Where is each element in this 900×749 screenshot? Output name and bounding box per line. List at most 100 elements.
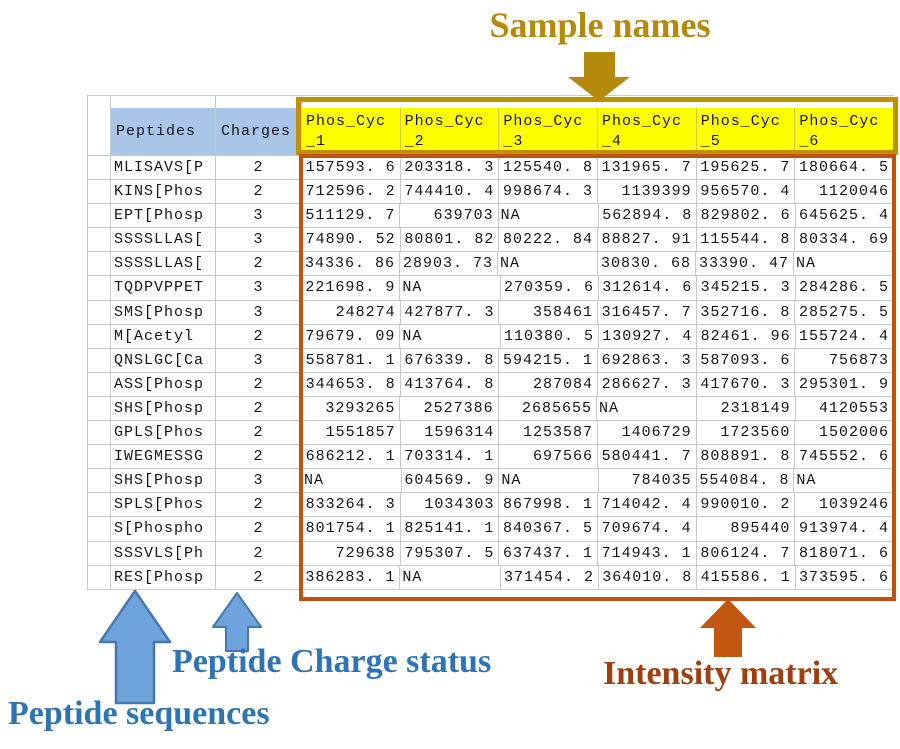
intensity-value-cell[interactable]: 358461 <box>499 300 599 325</box>
intensity-value-cell[interactable]: 784035 <box>599 469 697 494</box>
intensity-value-cell[interactable]: 413764. 8 <box>400 372 500 397</box>
charge-cell[interactable]: 2 <box>216 493 302 518</box>
charge-cell[interactable]: 3 <box>216 348 302 373</box>
intensity-value-cell[interactable]: 587093. 6 <box>696 348 796 373</box>
intensity-value-cell[interactable]: 417670. 3 <box>696 372 796 397</box>
intensity-value-cell[interactable]: 756873 <box>795 348 895 373</box>
intensity-value-cell[interactable]: 895440 <box>696 517 796 542</box>
charge-cell[interactable]: 3 <box>216 276 302 301</box>
intensity-value-cell[interactable]: 110380. 5 <box>500 324 599 349</box>
intensity-value-cell[interactable]: 316457. 7 <box>598 300 697 325</box>
intensity-value-cell[interactable]: 1596314 <box>400 421 500 446</box>
charges-column-header[interactable]: Charges <box>216 108 302 156</box>
peptide-cell[interactable]: SMS[Phosp <box>111 300 216 325</box>
sample-column-header[interactable]: Phos_Cyc_4 <box>598 108 697 156</box>
intensity-value-cell[interactable]: 131965. 7 <box>598 156 697 181</box>
intensity-value-cell[interactable]: 74890. 52 <box>302 228 401 253</box>
intensity-value-cell[interactable]: 692863. 3 <box>598 348 697 373</box>
intensity-value-cell[interactable]: 795307. 5 <box>400 541 500 566</box>
intensity-value-cell[interactable]: 415586. 1 <box>697 565 796 590</box>
intensity-value-cell[interactable]: 312614. 6 <box>598 276 698 301</box>
intensity-value-cell[interactable]: 34336. 86 <box>302 252 400 277</box>
peptide-cell[interactable]: IWEGMESSG <box>111 445 216 470</box>
intensity-value-cell[interactable]: 867998. 1 <box>499 493 599 518</box>
peptide-cell[interactable]: KINS[Phos <box>111 180 216 205</box>
charge-cell[interactable]: 3 <box>216 228 302 253</box>
intensity-value-cell[interactable]: 125540. 8 <box>499 156 599 181</box>
intensity-value-cell[interactable]: 714943. 1 <box>598 541 697 566</box>
intensity-value-cell[interactable]: 80334. 69 <box>795 228 895 253</box>
intensity-value-cell[interactable]: 371454. 2 <box>500 565 599 590</box>
peptide-cell[interactable]: MLISAVS[P <box>111 156 216 181</box>
intensity-value-cell[interactable]: 1253587 <box>499 421 599 446</box>
intensity-value-cell[interactable]: 818071. 6 <box>795 541 895 566</box>
intensity-value-cell[interactable]: 2685655 <box>498 396 597 422</box>
intensity-value-cell[interactable]: 130927. 4 <box>598 324 698 349</box>
peptide-cell[interactable]: SSSSLLAS[ <box>111 228 216 253</box>
intensity-value-cell[interactable]: 558781. 1 <box>302 348 401 373</box>
intensity-value-cell[interactable]: 195625. 7 <box>696 156 796 181</box>
intensity-value-cell[interactable]: 80801. 82 <box>400 228 500 253</box>
intensity-value-cell[interactable]: 744410. 4 <box>400 180 500 205</box>
peptide-cell[interactable]: M[Acetyl <box>111 324 216 349</box>
charge-cell[interactable]: 3 <box>216 300 302 325</box>
peptide-cell[interactable]: SSSSLLAS[ <box>111 252 216 277</box>
intensity-value-cell[interactable]: 80222. 84 <box>499 228 599 253</box>
intensity-value-cell[interactable]: 2318149 <box>697 396 796 422</box>
intensity-value-cell[interactable]: 594215. 1 <box>499 348 599 373</box>
intensity-value-cell[interactable]: 729638 <box>302 541 401 566</box>
intensity-value-cell[interactable]: 3293265 <box>302 396 401 422</box>
peptide-cell[interactable]: SPLS[Phos <box>111 493 216 518</box>
sample-column-header[interactable]: Phos_Cyc_5 <box>696 108 796 156</box>
intensity-value-cell[interactable]: 998674. 3 <box>499 180 599 205</box>
charge-cell[interactable]: 2 <box>216 252 302 277</box>
intensity-value-cell[interactable]: 286627. 3 <box>598 372 697 397</box>
intensity-value-cell[interactable]: 990010. 2 <box>696 493 796 518</box>
intensity-value-cell[interactable]: 637437. 1 <box>499 541 599 566</box>
intensity-value-cell[interactable]: 284286. 5 <box>795 276 894 301</box>
intensity-value-cell[interactable]: 345215. 3 <box>697 276 796 301</box>
intensity-value-cell[interactable]: 33390. 47 <box>696 252 794 277</box>
intensity-value-cell[interactable]: 913974. 4 <box>795 517 895 542</box>
intensity-value-cell[interactable]: 1551857 <box>302 421 401 446</box>
peptide-cell[interactable]: SHS[Phosp <box>111 396 216 422</box>
intensity-value-cell[interactable]: 1723560 <box>696 421 796 446</box>
intensity-value-cell[interactable]: 295301. 9 <box>795 372 895 397</box>
intensity-value-cell[interactable]: 833264. 3 <box>302 493 401 518</box>
intensity-value-cell[interactable]: 1139399 <box>598 180 697 205</box>
charge-cell[interactable]: 2 <box>216 541 302 566</box>
peptide-cell[interactable]: EPT[Phosp <box>111 204 216 229</box>
intensity-value-cell[interactable]: 82461. 96 <box>697 324 796 349</box>
intensity-value-cell[interactable]: 808891. 8 <box>696 445 796 470</box>
intensity-value-cell[interactable]: 1120046 <box>795 180 895 205</box>
intensity-value-cell[interactable]: NA <box>596 396 698 422</box>
intensity-value-cell[interactable]: 829802. 6 <box>697 204 796 229</box>
intensity-value-cell[interactable]: 1034303 <box>400 493 500 518</box>
intensity-value-cell[interactable]: NA <box>499 469 600 494</box>
intensity-value-cell[interactable]: 88827. 91 <box>598 228 697 253</box>
intensity-value-cell[interactable]: NA <box>400 565 501 590</box>
intensity-value-cell[interactable]: 806124. 7 <box>696 541 796 566</box>
intensity-value-cell[interactable]: 801754. 1 <box>302 517 401 542</box>
intensity-value-cell[interactable]: 30830. 68 <box>598 252 696 277</box>
sample-column-header[interactable]: Phos_Cyc_6 <box>795 108 895 156</box>
intensity-value-cell[interactable]: 386283. 1 <box>302 565 401 590</box>
intensity-value-cell[interactable]: 709674. 4 <box>598 517 697 542</box>
intensity-value-cell[interactable]: 1039246 <box>795 493 895 518</box>
intensity-value-cell[interactable]: 639703 <box>400 204 499 229</box>
intensity-value-cell[interactable]: 79679. 09 <box>302 324 401 349</box>
intensity-value-cell[interactable]: 697566 <box>499 445 599 470</box>
charge-cell[interactable]: 2 <box>216 421 302 446</box>
intensity-value-cell[interactable]: 686212. 1 <box>302 445 401 470</box>
intensity-value-cell[interactable]: 840367. 5 <box>499 517 599 542</box>
intensity-value-cell[interactable]: 28903. 73 <box>400 252 498 277</box>
intensity-value-cell[interactable]: NA <box>302 469 402 494</box>
intensity-value-cell[interactable]: 703314. 1 <box>400 445 500 470</box>
intensity-value-cell[interactable]: 157593. 6 <box>302 156 401 181</box>
intensity-value-cell[interactable]: 714042. 4 <box>598 493 697 518</box>
intensity-value-cell[interactable]: 203318. 3 <box>400 156 500 181</box>
intensity-value-cell[interactable]: NA <box>794 469 895 494</box>
intensity-value-cell[interactable]: NA <box>498 204 599 229</box>
intensity-value-cell[interactable]: 645625. 4 <box>795 204 894 229</box>
peptide-cell[interactable]: S[Phospho <box>111 517 216 542</box>
